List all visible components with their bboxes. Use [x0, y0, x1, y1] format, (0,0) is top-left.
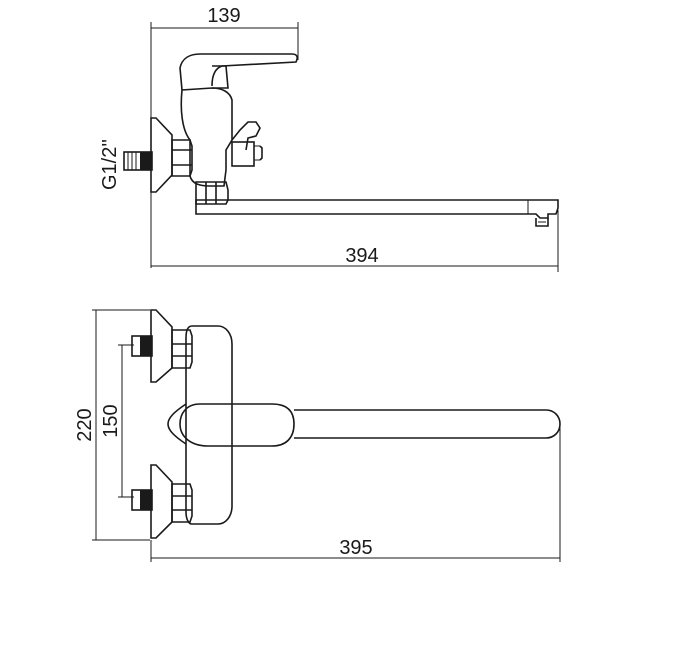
thread-size-label: G1/2'': [99, 139, 121, 190]
side-diverter-knob: [231, 121, 263, 167]
dimension-220: 220: [74, 309, 150, 541]
dimension-395: 395: [150, 424, 561, 562]
front-handle-lobe: [167, 403, 187, 445]
front-faucet-body: [185, 325, 233, 525]
dimension-220-label: 220: [74, 408, 96, 441]
side-thread-pipe: [123, 151, 153, 171]
side-handle-cap: [212, 65, 229, 89]
dimension-394: 394: [151, 210, 559, 272]
dimension-139: 139: [150, 5, 299, 268]
side-view: 139 G1/2'': [99, 5, 559, 272]
front-view: 220 150: [74, 309, 561, 562]
front-lower-inlet: [131, 464, 193, 539]
side-spout: [195, 199, 559, 227]
front-handle: [179, 403, 295, 447]
dimension-150-label: 150: [100, 404, 122, 437]
side-wall-flange: [150, 117, 173, 193]
dimension-150: 150: [100, 344, 134, 498]
dimension-394-label: 394: [345, 245, 378, 267]
dimension-139-label: 139: [207, 5, 240, 27]
front-spout: [294, 409, 561, 439]
dimension-395-label: 395: [339, 537, 372, 559]
side-nut: [171, 139, 193, 177]
side-faucet-body: [180, 87, 233, 187]
front-upper-inlet: [131, 309, 193, 383]
side-handle-lever: [179, 53, 298, 91]
